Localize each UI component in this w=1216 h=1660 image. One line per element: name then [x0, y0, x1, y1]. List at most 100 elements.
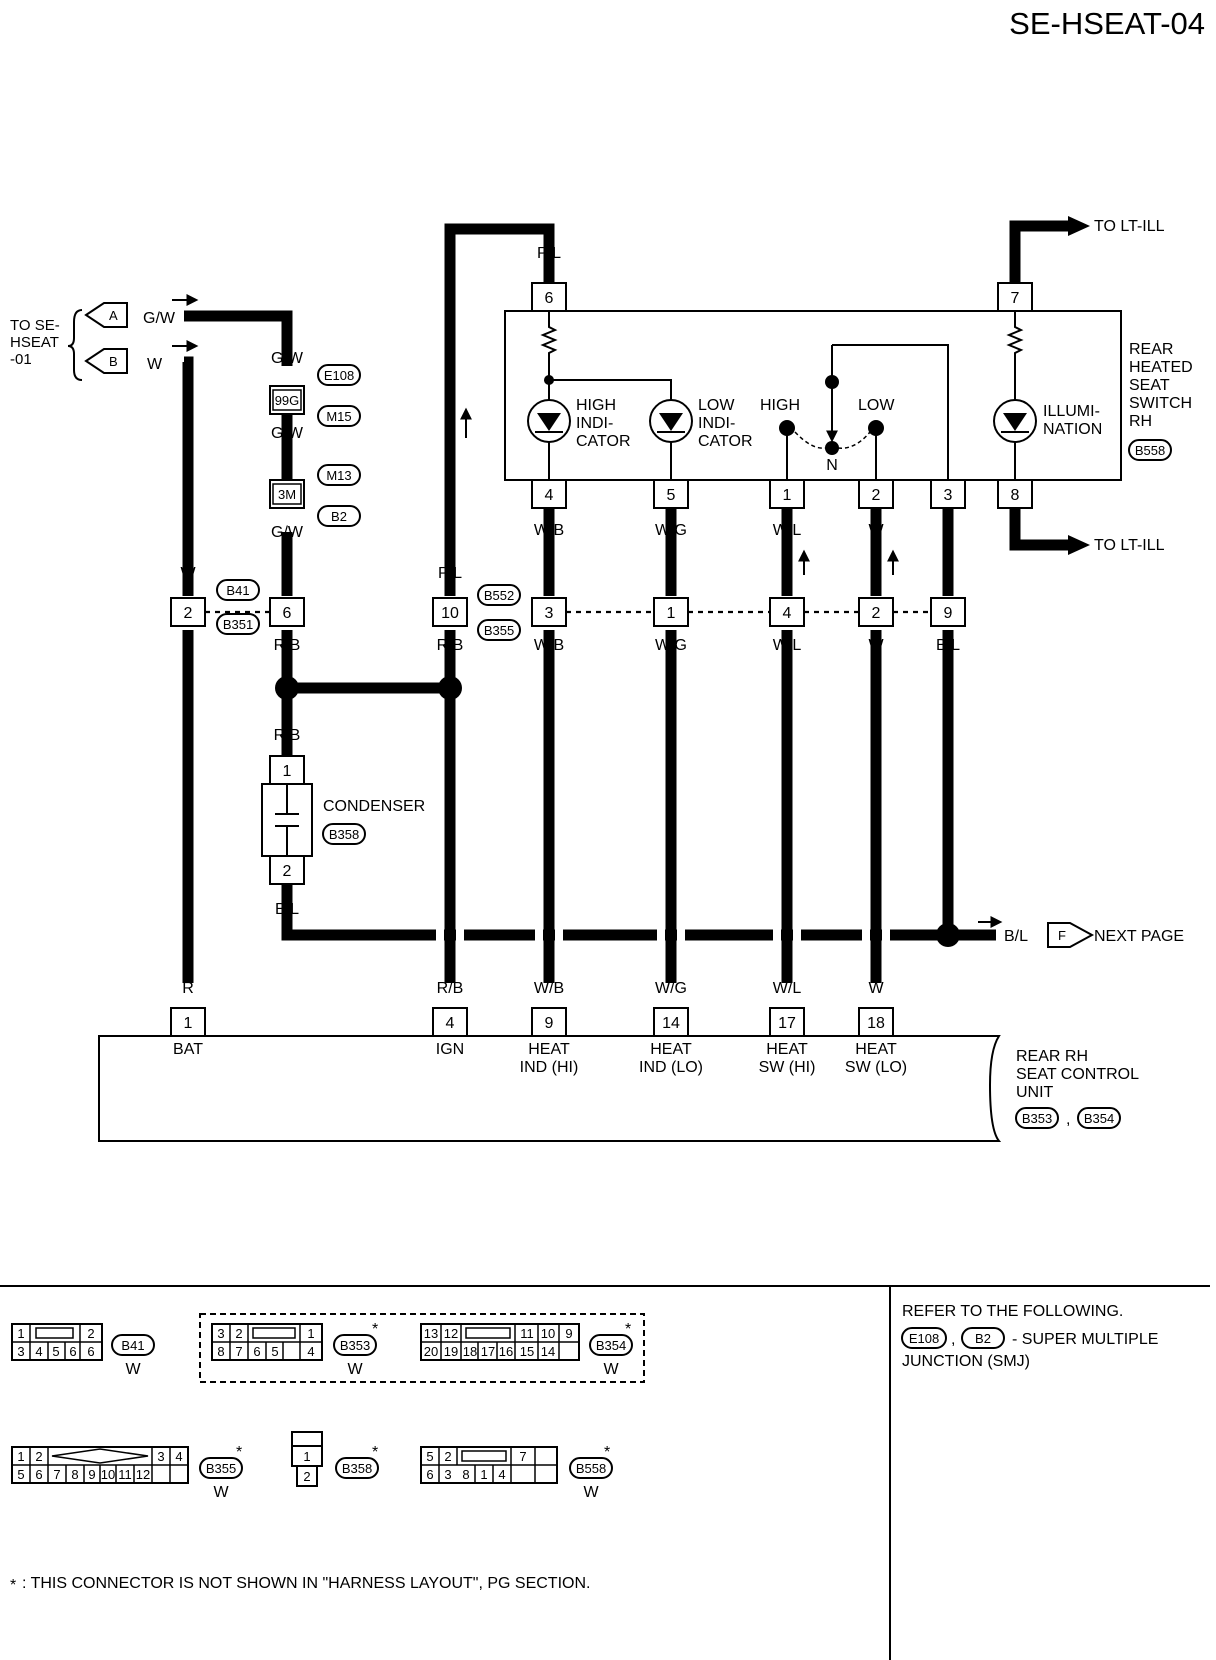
svg-text:RH: RH [1129, 413, 1152, 430]
svg-text:NATION: NATION [1043, 421, 1102, 438]
svg-text:7: 7 [519, 1449, 526, 1464]
svg-text:*: * [625, 1321, 631, 1338]
svg-text:14: 14 [662, 1015, 680, 1032]
svg-text:2: 2 [872, 605, 881, 622]
svg-text:1: 1 [307, 1326, 314, 1341]
svg-text:P/L: P/L [537, 245, 561, 262]
to-lt-ill-top: TO LT-ILL [1094, 218, 1165, 235]
svg-text:INDI-: INDI- [576, 415, 613, 432]
svg-text:99G: 99G [275, 393, 300, 408]
connector-face-b558: 5 2 7 6 3 8 1 4 B558 * W [420, 1444, 613, 1501]
svg-text:2: 2 [872, 487, 881, 504]
svg-text:4: 4 [175, 1449, 182, 1464]
svg-text:N: N [826, 457, 838, 474]
svg-text:2: 2 [283, 863, 292, 880]
svg-text:B353: B353 [340, 1338, 370, 1353]
svg-text:M13: M13 [326, 468, 351, 483]
svg-text:W/L: W/L [773, 637, 802, 654]
svg-text:-01: -01 [10, 351, 32, 368]
svg-text:2: 2 [444, 1449, 451, 1464]
svg-text:SWITCH: SWITCH [1129, 395, 1192, 412]
svg-text:20: 20 [424, 1344, 438, 1359]
to-lt-ill-bottom: TO LT-ILL [1094, 537, 1165, 554]
svg-text:10: 10 [101, 1467, 115, 1482]
svg-text:9: 9 [88, 1467, 95, 1482]
svg-text:3M: 3M [278, 487, 296, 502]
svg-text:B/L: B/L [936, 637, 960, 654]
svg-text:R/B: R/B [437, 980, 464, 997]
inline-connectors: W 2 R B41 B351 6 R/B P/L 10 R/B B552 B35… [170, 565, 966, 654]
svg-text:G/W: G/W [271, 425, 304, 442]
svg-text:4: 4 [783, 605, 792, 622]
svg-text:P/L: P/L [438, 565, 462, 582]
svg-text:W: W [213, 1484, 229, 1501]
seat-control-unit: R R/B W/B W/G W/L W 1 4 9 14 17 18 BAT I… [98, 980, 1139, 1142]
svg-text:14: 14 [541, 1344, 555, 1359]
svg-text:- SUPER MULTIPLE: - SUPER MULTIPLE [1012, 1331, 1158, 1348]
svg-text:B558: B558 [576, 1461, 606, 1476]
svg-text:HIGH: HIGH [576, 397, 616, 414]
svg-text:4: 4 [307, 1344, 314, 1359]
footnote: : THIS CONNECTOR IS NOT SHOWN IN "HARNES… [22, 1575, 590, 1592]
svg-text:15: 15 [520, 1344, 534, 1359]
svg-text:B41: B41 [121, 1338, 144, 1353]
svg-text:HIGH: HIGH [760, 397, 800, 414]
svg-text:8: 8 [462, 1467, 469, 1482]
svg-text:16: 16 [499, 1344, 513, 1359]
svg-text:SW (LO): SW (LO) [845, 1059, 907, 1076]
svg-text:*: * [372, 1444, 378, 1461]
svg-text:NEXT PAGE: NEXT PAGE [1094, 928, 1184, 945]
flag-a: A [84, 302, 128, 328]
next-page-flag: B/L F NEXT PAGE [1004, 922, 1184, 948]
svg-text:B355: B355 [206, 1461, 236, 1476]
svg-text:1: 1 [17, 1326, 24, 1341]
svg-text:CATOR: CATOR [576, 433, 631, 450]
svg-text:G/W: G/W [143, 310, 176, 327]
svg-text:10: 10 [541, 1326, 555, 1341]
svg-text:1: 1 [184, 1015, 193, 1032]
svg-text:HEAT: HEAT [650, 1041, 692, 1058]
svg-text:W/G: W/G [655, 522, 687, 539]
svg-text:G/W: G/W [271, 350, 304, 367]
splice-ign [438, 676, 462, 700]
svg-text:1: 1 [283, 763, 292, 780]
svg-text:B2: B2 [975, 1331, 991, 1346]
svg-text:*: * [236, 1444, 242, 1461]
svg-text:TO SE-: TO SE- [10, 317, 60, 334]
svg-text:W: W [868, 980, 884, 997]
svg-text:W/L: W/L [773, 522, 802, 539]
svg-text:6: 6 [87, 1344, 94, 1359]
connector-face-b355: 1 2 3 4 5 6 7 8 9 10 11 12 B355 * W [11, 1444, 243, 1501]
svg-text:W/B: W/B [534, 637, 564, 654]
svg-text:6: 6 [69, 1344, 76, 1359]
svg-text:2: 2 [184, 605, 193, 622]
svg-text:M15: M15 [326, 409, 351, 424]
svg-text:R: R [182, 980, 194, 997]
svg-text:4: 4 [498, 1467, 505, 1482]
svg-text:3: 3 [217, 1326, 224, 1341]
connector-face-b358: 1 2 B358 * [291, 1431, 379, 1487]
svg-text:B41: B41 [226, 583, 249, 598]
svg-text:4: 4 [545, 487, 554, 504]
svg-text:12: 12 [136, 1467, 150, 1482]
svg-text:W/G: W/G [655, 980, 687, 997]
svg-text:1: 1 [480, 1467, 487, 1482]
svg-text:R/B: R/B [274, 637, 301, 654]
svg-text:SW (HI): SW (HI) [759, 1059, 816, 1076]
svg-text:4: 4 [446, 1015, 455, 1032]
svg-text:W: W [180, 565, 196, 582]
svg-text:B552: B552 [484, 588, 514, 603]
svg-text:3: 3 [944, 487, 953, 504]
svg-text:B/L: B/L [1004, 928, 1028, 945]
svg-text:B355: B355 [484, 623, 514, 638]
page-title: SE-HSEAT-04 [1009, 6, 1205, 41]
connector-face-b354: 13 12 11 10 9 20 19 18 17 16 15 14 B354 … [420, 1321, 633, 1378]
svg-text:HSEAT: HSEAT [10, 334, 59, 351]
svg-text:B358: B358 [329, 827, 359, 842]
svg-text:2: 2 [235, 1326, 242, 1341]
svg-text:6: 6 [545, 290, 554, 307]
svg-text:B351: B351 [223, 617, 253, 632]
svg-text:B354: B354 [596, 1338, 626, 1353]
svg-text:W: W [347, 1361, 363, 1378]
